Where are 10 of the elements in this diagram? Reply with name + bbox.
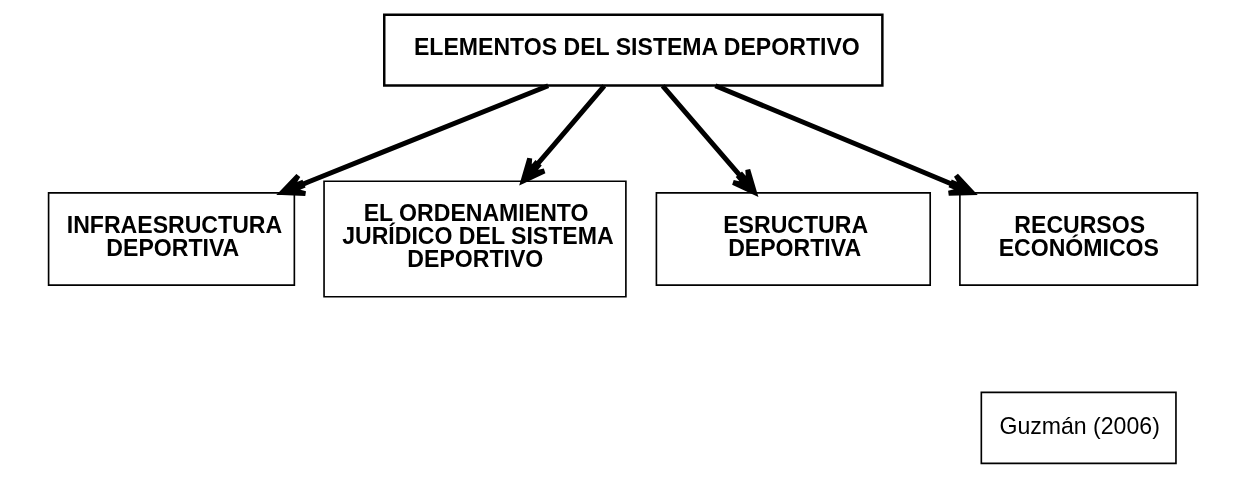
- arrow: [660, 84, 757, 195]
- arrow: [279, 83, 550, 196]
- node-box: ESRUCTURA DEPORTIVA: [655, 192, 932, 286]
- arrow: [520, 84, 607, 184]
- arrow: [714, 83, 975, 196]
- node-box: INFRAESRUCTURA DEPORTIVA: [47, 192, 296, 286]
- node-box: RECURSOS ECONÓMICOS: [959, 192, 1199, 286]
- node-box: ELEMENTOS DEL SISTEMA DEPORTIVO: [383, 13, 884, 87]
- node-box: Guzmán (2006): [980, 391, 1177, 465]
- node-box: EL ORDENAMIENTO JURÍDICO DEL SISTEMA DEPORTIVO: [323, 180, 627, 298]
